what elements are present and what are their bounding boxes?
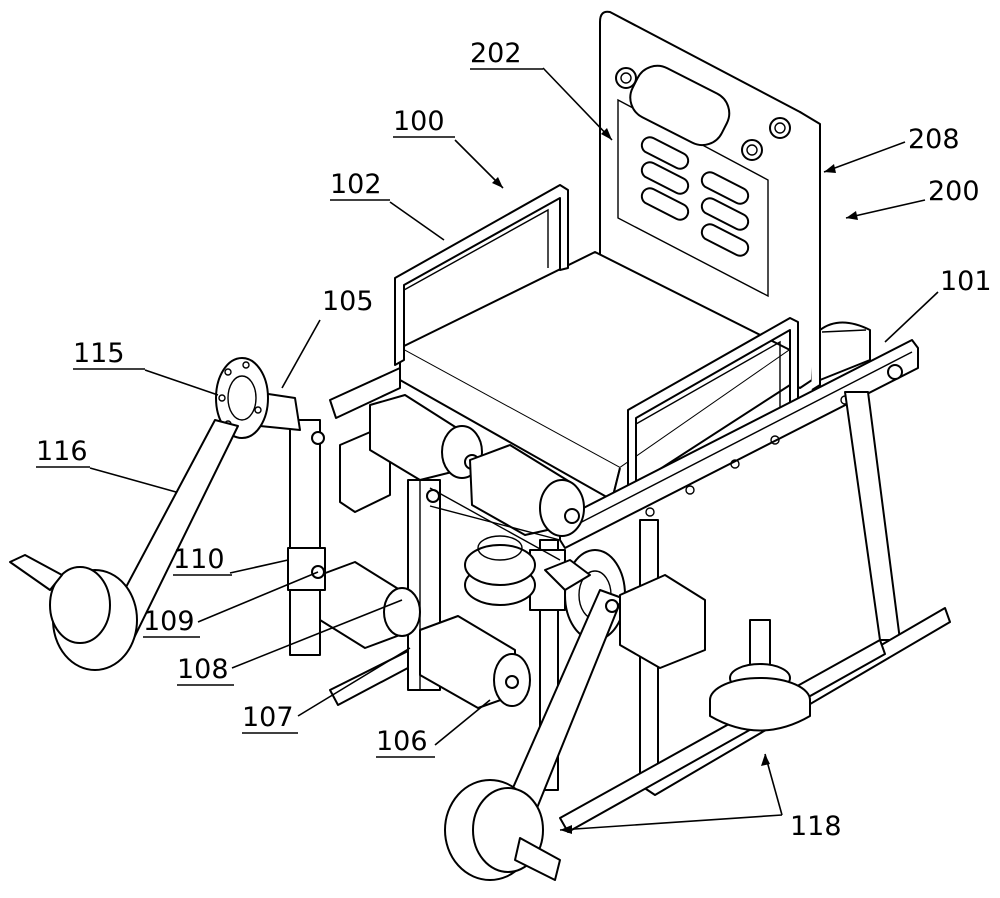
label-118: 118	[790, 811, 842, 842]
leader-110	[229, 559, 289, 574]
leader-108	[231, 599, 403, 669]
label-110: 110	[173, 544, 225, 575]
leader-109	[197, 571, 319, 623]
label-105: 105	[322, 286, 374, 317]
leader-200	[845, 199, 926, 219]
frame	[289, 321, 951, 833]
leader-106	[434, 699, 491, 746]
leader-101	[884, 291, 939, 343]
reference-labels: 100 102 105 115 116 110 109 108 107 106 …	[36, 38, 992, 842]
label-101: 101	[940, 266, 992, 297]
label-102: 102	[330, 169, 382, 200]
label-100: 100	[393, 106, 445, 137]
label-115: 115	[73, 338, 125, 369]
leader-118b	[559, 814, 783, 831]
left-lever-assembly	[9, 357, 326, 671]
leader-202	[542, 67, 613, 141]
leader-lines	[89, 67, 939, 834]
leader-102	[389, 201, 445, 241]
leg-rollers	[319, 394, 585, 709]
label-202: 202	[470, 38, 522, 69]
leader-115	[144, 369, 219, 396]
right-lever-assembly	[444, 549, 811, 881]
label-107: 107	[242, 702, 294, 733]
label-106: 106	[376, 726, 428, 757]
label-200: 200	[928, 176, 980, 207]
label-108: 108	[177, 654, 229, 685]
label-116: 116	[36, 436, 88, 467]
leader-116	[89, 467, 177, 493]
label-109: 109	[143, 606, 195, 637]
seat	[399, 251, 791, 501]
leader-107	[297, 647, 411, 717]
leader-208	[823, 141, 906, 173]
label-208: 208	[908, 124, 960, 155]
leader-105	[281, 319, 321, 389]
